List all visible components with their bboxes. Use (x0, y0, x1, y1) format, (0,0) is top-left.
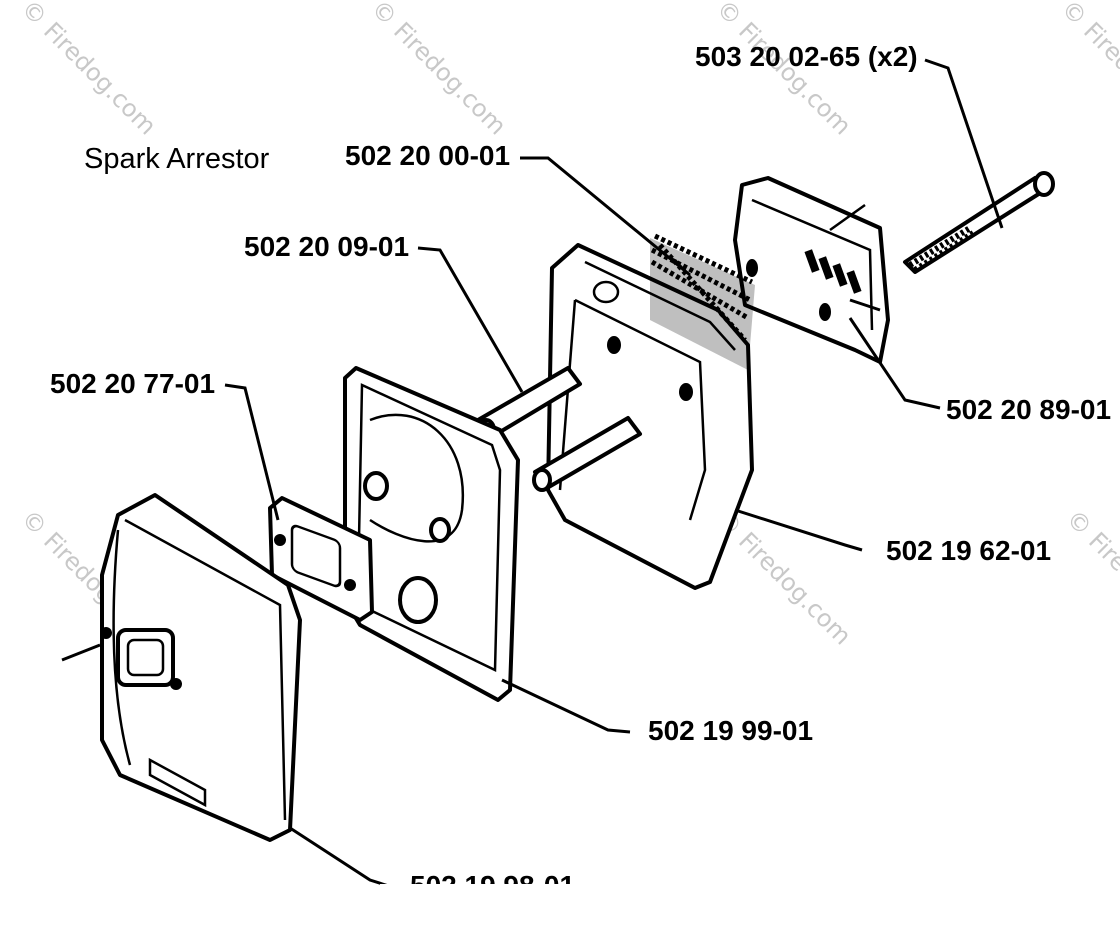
front-cover-part (100, 493, 302, 842)
watermark: © Firedog.com (366, 0, 512, 140)
part-label-muffler-body: 502 19 62-01 (886, 535, 1051, 566)
leader-lines (61, 58, 1004, 890)
part-label-bolt: 503 20 02-65 (x2) (695, 41, 918, 72)
part-label-gasket: 502 20 77-01 (50, 368, 215, 399)
watermark: © Firedog.com (1056, 0, 1120, 140)
watermark: © Firedog.com (1061, 504, 1120, 650)
part-label-spark-screen: 502 20 00-01 (345, 140, 510, 171)
tube-part (476, 366, 642, 492)
muffler-body-part (546, 233, 755, 590)
cover-plate-part (733, 176, 890, 364)
part-label-baffle: 502 19 99-01 (648, 715, 813, 746)
scan-edge (380, 884, 640, 928)
watermark: © Firedog.com (16, 0, 162, 140)
part-label-tube: 502 20 09-01 (244, 231, 409, 262)
bolt-part (903, 171, 1055, 274)
baffle-part (343, 366, 520, 702)
diagram-title: Spark Arrestor (84, 143, 270, 175)
part-label-cover-plate: 502 20 89-01 (946, 394, 1111, 425)
